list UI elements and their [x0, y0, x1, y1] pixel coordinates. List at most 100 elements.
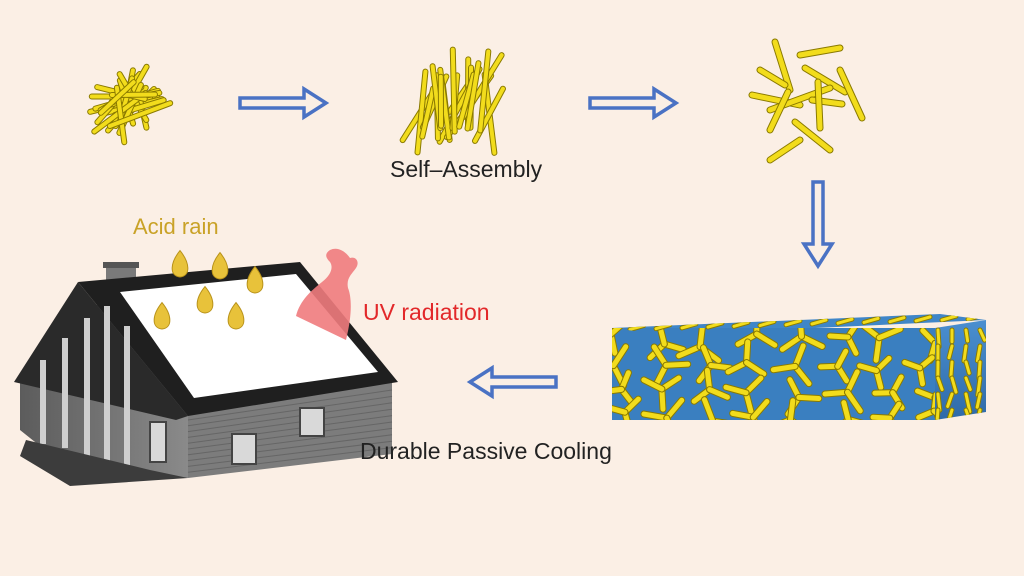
nanorod: [966, 314, 984, 321]
nanocomposite-film-icon: [612, 314, 986, 420]
nanorod: [902, 359, 923, 371]
nanorod: [641, 377, 665, 392]
nanorod: [844, 415, 864, 420]
nanorod: [798, 328, 805, 339]
nanorod: [415, 69, 428, 155]
process-arrows: [238, 85, 836, 400]
nanorod-cluster-icon: [87, 63, 174, 146]
nanorod: [792, 363, 812, 387]
nanorod: [697, 328, 705, 350]
nanorod-bundle-icon: [399, 46, 506, 156]
nanorod-network-icon: [748, 38, 866, 164]
nanorod: [792, 343, 806, 369]
nanorod: [797, 45, 843, 58]
nanorod: [976, 376, 982, 397]
porch-post: [104, 306, 110, 466]
nanorod: [886, 414, 895, 420]
nanorod: [822, 389, 850, 397]
nanorod: [478, 49, 491, 133]
nanorod: [946, 392, 954, 408]
porch-post: [40, 360, 46, 444]
nanorod: [750, 399, 770, 420]
nanorod: [98, 80, 136, 115]
nanorod: [844, 389, 863, 414]
nanorod: [836, 317, 854, 325]
nanorod: [914, 315, 932, 323]
nanorod: [796, 394, 822, 401]
nanorod: [815, 79, 823, 131]
window: [299, 407, 325, 437]
nanorod: [612, 330, 615, 338]
nanorod: [732, 320, 750, 328]
nanorod: [783, 417, 793, 420]
nanorod: [772, 39, 793, 93]
nanorod: [612, 331, 614, 337]
nanorod: [799, 333, 825, 349]
nanorod: [862, 316, 880, 324]
nanorod: [964, 360, 971, 375]
nanorod: [450, 47, 457, 134]
nanorod: [936, 392, 942, 412]
nanorod: [750, 414, 757, 420]
nanorod: [744, 360, 767, 377]
nanorod: [936, 376, 944, 392]
nanorod: [841, 400, 851, 420]
porch-post: [62, 338, 68, 448]
nanorod: [664, 397, 685, 420]
nanorod: [977, 360, 982, 380]
nanorod: [787, 417, 796, 420]
nanorod: [843, 416, 851, 420]
nanorod: [802, 65, 848, 95]
nanorod: [676, 344, 703, 359]
nanorod: [710, 418, 722, 420]
nanorod: [873, 335, 882, 363]
raindrop-icon: [246, 265, 264, 294]
nanorod: [612, 363, 616, 369]
porch-post: [84, 318, 90, 456]
nanorod: [465, 61, 481, 131]
nanorod: [962, 344, 968, 363]
nanorod: [680, 322, 698, 330]
nanorod: [651, 344, 669, 368]
nanorod: [949, 360, 954, 378]
nanorod: [612, 362, 617, 370]
nanorod: [844, 369, 860, 395]
nanorod: [107, 101, 173, 129]
nanorod: [978, 328, 986, 342]
nanorod: [792, 119, 833, 153]
nanorod: [862, 328, 882, 341]
nanorod: [784, 319, 802, 327]
nanorod: [706, 321, 724, 329]
nanorod: [810, 318, 828, 326]
nanorod: [757, 67, 788, 88]
durable-passive-cooling-label: Durable Passive Cooling: [360, 438, 612, 464]
nanorod: [964, 392, 972, 414]
nanorod: [708, 362, 733, 371]
nanorod: [975, 392, 982, 409]
nanorod: [754, 331, 778, 348]
nanorod: [612, 386, 625, 394]
nanorod: [786, 416, 797, 420]
nanorod: [975, 344, 982, 363]
nanorod: [964, 328, 970, 343]
nanorod: [710, 418, 716, 420]
nanorod: [664, 415, 671, 420]
nanorod: [837, 67, 865, 121]
nanorod: [857, 363, 879, 374]
uv-radiation-label: UV radiation: [363, 299, 490, 325]
uv-radiation-icon: [296, 248, 358, 340]
raindrop-icon: [211, 251, 229, 280]
nanorod: [935, 408, 940, 420]
nanorod: [767, 89, 791, 133]
nanorod: [950, 376, 958, 394]
nanorod: [835, 348, 849, 369]
nanorod: [770, 363, 798, 373]
nanorod: [709, 417, 717, 420]
nanorod: [887, 415, 894, 420]
acid-rain-drops: [153, 249, 264, 330]
nanorod: [946, 408, 954, 420]
nanorod: [940, 314, 958, 322]
nanorod: [612, 328, 622, 337]
nanorod: [888, 316, 906, 324]
